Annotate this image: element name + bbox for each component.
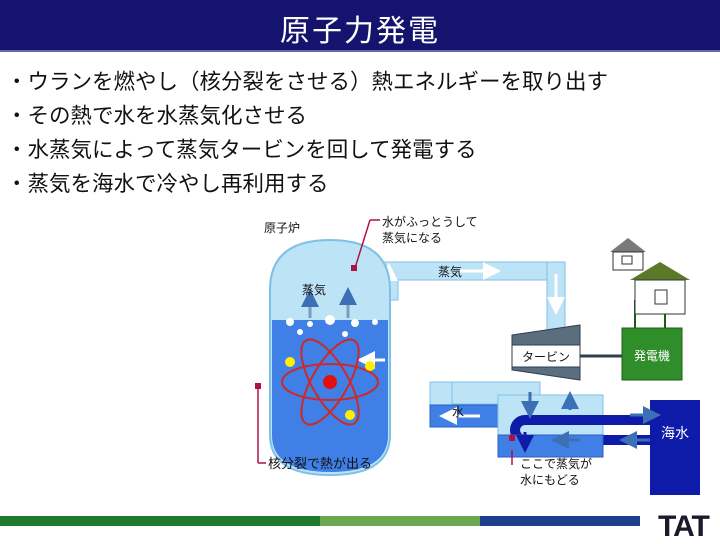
footer-logo: TAT (658, 510, 710, 543)
bullet-item: 蒸気を海水で冷やし再利用する (6, 168, 608, 202)
boil-callout: 水がふっとうして 蒸気になる (351, 214, 478, 271)
title-bar: 原子力発電 (0, 0, 720, 52)
condense-label-line1: ここで蒸気が (520, 456, 592, 471)
reactor-label: 原子炉 (264, 221, 300, 235)
water-label: 水 (452, 405, 464, 419)
turbine: タービン (511, 324, 625, 381)
condense-label-line2: 水にもどる (520, 473, 580, 487)
bullet-list: ウランを燃やし（核分裂をさせる）熱エネルギーを取り出す その熱で水を水蒸気化させ… (6, 66, 609, 202)
seawater: 海水 (551, 400, 700, 495)
condense-callout: ここで蒸気が 水にもどる (509, 435, 592, 487)
house-icon (610, 238, 690, 315)
steam-inside-label: 蒸気 (302, 282, 326, 297)
boil-label-line2: 蒸気になる (382, 230, 442, 245)
bullet-item: 水蒸気によって蒸気タービンを回して発電する (6, 134, 608, 168)
slide-title: 原子力発電 (280, 14, 440, 49)
bullet-item: その熱で水を水蒸気化させる (6, 100, 608, 134)
power-plant-diagram: 海水 タービン 発電機 (255, 214, 700, 495)
turbine-label: タービン (522, 350, 570, 364)
fission-callout: 核分裂で熱が出る (255, 383, 372, 472)
atom-icon (281, 338, 379, 426)
generator: 発電機 (621, 300, 683, 381)
boil-label-line1: 水がふっとうして (382, 214, 478, 229)
seawater-label: 海水 (661, 426, 689, 442)
return-pipe (429, 381, 680, 458)
steam-pipe (379, 261, 566, 353)
bullet-item: ウランを燃やし（核分裂をさせる）熱エネルギーを取り出す (6, 66, 609, 100)
steam-pipe-label: 蒸気 (438, 264, 462, 279)
footer-stripe (0, 516, 640, 526)
generator-label: 発電機 (634, 348, 670, 363)
fission-label: 核分裂で熱が出る (268, 457, 372, 472)
